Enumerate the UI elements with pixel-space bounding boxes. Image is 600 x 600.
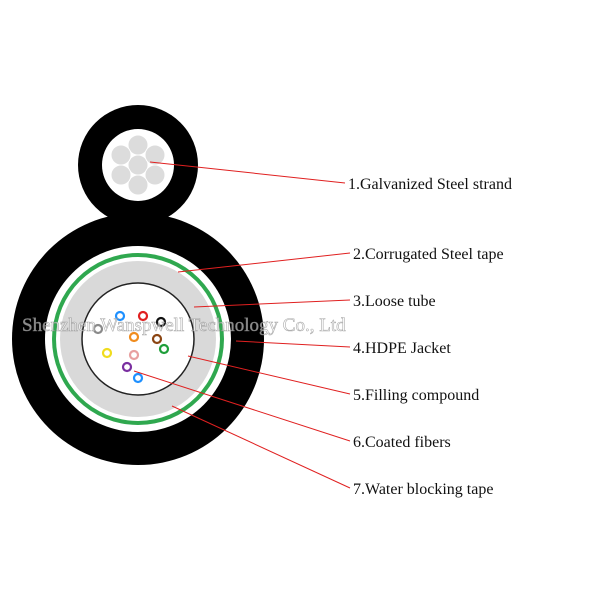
green-fiber bbox=[158, 343, 170, 355]
violet-fiber bbox=[121, 361, 133, 373]
watermark-text: Shenzhen Wanspwell Technology Co., Ltd bbox=[22, 315, 346, 336]
yellow-fiber bbox=[101, 347, 113, 359]
leader-lines bbox=[133, 161, 351, 489]
label-filling-compound: 5.Filling compound bbox=[353, 387, 479, 404]
steel-wire bbox=[127, 174, 149, 196]
label-galvanized-steel-strand: 1.Galvanized Steel strand bbox=[348, 176, 512, 193]
red-fiber bbox=[137, 310, 149, 322]
gray-fiber bbox=[92, 323, 104, 335]
brown-fiber bbox=[151, 333, 163, 345]
label-hdpe-jacket: 4.HDPE Jacket bbox=[353, 340, 451, 357]
aqua-fiber bbox=[132, 372, 144, 384]
blue-fiber bbox=[114, 310, 126, 322]
leader-line-4 bbox=[235, 340, 351, 348]
label-corrugated-steel-tape: 2.Corrugated Steel tape bbox=[353, 246, 504, 263]
coated-fibers bbox=[92, 310, 170, 384]
steel-wires bbox=[110, 134, 166, 196]
black-fiber bbox=[155, 316, 167, 328]
leader-line-5 bbox=[187, 355, 351, 395]
pink-fiber bbox=[128, 349, 140, 361]
leader-line-3 bbox=[193, 299, 351, 308]
steel-wire bbox=[110, 144, 132, 166]
leader-line-1 bbox=[149, 161, 346, 184]
label-loose-tube: 3.Loose tube bbox=[353, 293, 436, 310]
leader-line-6 bbox=[133, 370, 351, 442]
steel-wire bbox=[144, 164, 166, 186]
steel-wire bbox=[110, 164, 132, 186]
label-water-blocking-tape: 7.Water blocking tape bbox=[353, 481, 493, 498]
orange-fiber bbox=[128, 331, 140, 343]
leader-line-7 bbox=[171, 405, 351, 489]
steel-wire bbox=[144, 144, 166, 166]
label-coated-fibers: 6.Coated fibers bbox=[353, 434, 451, 451]
leader-line-2 bbox=[177, 252, 351, 273]
steel-wire bbox=[127, 134, 149, 156]
